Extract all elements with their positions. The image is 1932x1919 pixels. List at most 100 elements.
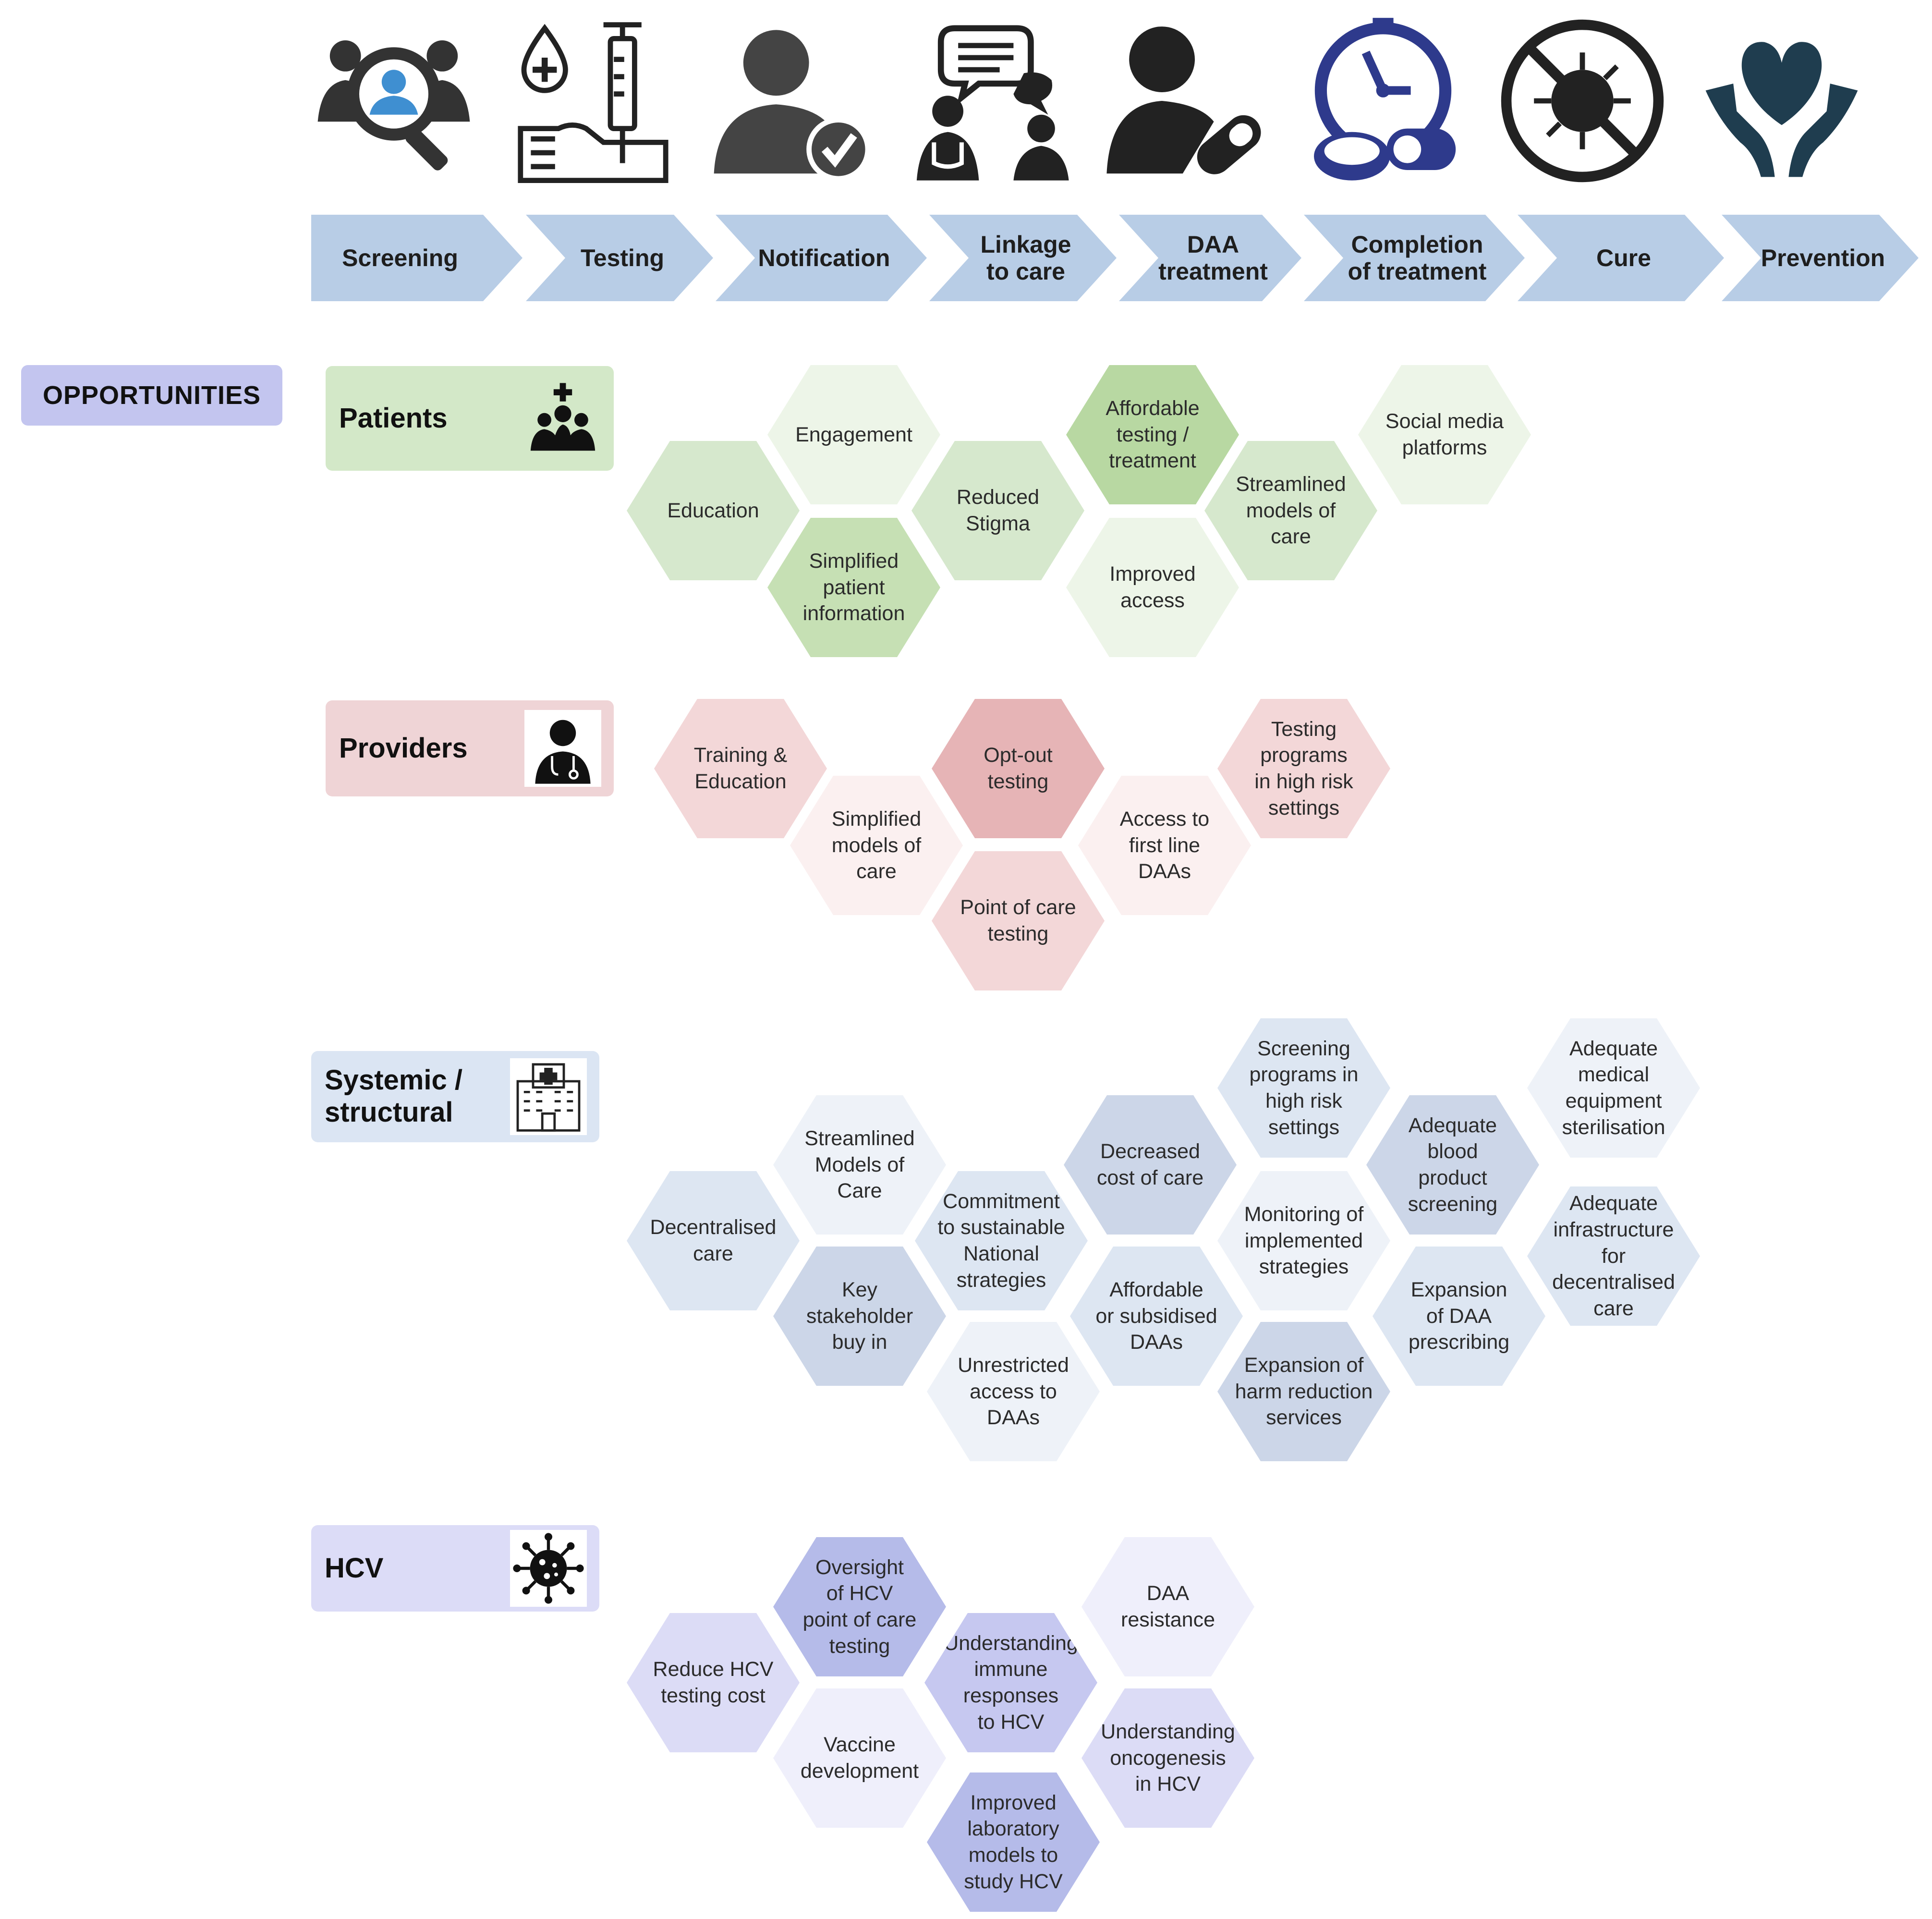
hex-label-line: Expansion of xyxy=(1244,1354,1364,1377)
hex-label-line: care xyxy=(693,1242,733,1265)
hex-label-line: first line xyxy=(1129,833,1201,857)
hex-label-line: for decentralised xyxy=(1552,1244,1675,1294)
hex-label: DAA resistance xyxy=(1106,1580,1229,1633)
hex-label-line: Reduced xyxy=(956,486,1040,509)
hex-point-of-care-testing: Point of care testing xyxy=(932,851,1105,990)
hex-label-line: Education xyxy=(667,499,759,522)
hex-label-line: Adequate xyxy=(1569,1192,1658,1215)
hex-label-line: National xyxy=(963,1242,1039,1265)
hex-label-line: laboratory xyxy=(967,1817,1059,1841)
hex-label-line: testing xyxy=(987,922,1049,945)
person-pill-icon xyxy=(1100,14,1273,187)
hex-label-line: Adequate xyxy=(1408,1113,1497,1137)
hex-label-line: Understanding xyxy=(1101,1720,1235,1744)
hex-label: Education xyxy=(653,498,773,524)
hex-label-line: Improved xyxy=(970,1791,1057,1814)
hex-label-line: Access to xyxy=(1119,807,1210,831)
hex-education: Education xyxy=(627,441,800,580)
hex-label-line: Improved xyxy=(1109,562,1196,586)
hex-label-line: product xyxy=(1418,1166,1487,1189)
hex-label: Engagement xyxy=(781,422,927,448)
step-notification: Notification xyxy=(716,215,927,301)
hex-label-line: strategies xyxy=(956,1268,1046,1292)
hex-label-line: stakeholder xyxy=(806,1304,913,1328)
screening-magnifier-people-icon xyxy=(307,14,480,187)
hex-label-line: DAA xyxy=(1146,1582,1190,1605)
hex-label-line: access to xyxy=(970,1380,1057,1403)
step-cure: Cure xyxy=(1518,215,1724,301)
hex-label-line: blood xyxy=(1427,1140,1478,1163)
hex-label-line: programs in xyxy=(1249,1063,1359,1087)
category-label: Systemic / xyxy=(325,1064,462,1096)
hex-label-line: Care xyxy=(837,1179,882,1203)
hex-label-line: models to xyxy=(968,1844,1058,1867)
category-label: Patients xyxy=(339,402,448,434)
hex-label-line: buy in xyxy=(832,1331,887,1354)
hex-label-line: implemented xyxy=(1244,1229,1363,1252)
hex-label-line: care xyxy=(1593,1296,1634,1320)
step-screening: Screening xyxy=(311,215,522,301)
hex-label-line: patient xyxy=(823,575,885,599)
hex-label-line: Point of care xyxy=(960,896,1076,919)
category-label: Providers xyxy=(339,732,468,764)
hex-label-line: DAAs xyxy=(1138,860,1191,883)
hex-label: Improved laboratory models to study HCV xyxy=(949,1790,1077,1895)
hex-label-line: Streamlined xyxy=(804,1127,915,1150)
hex-label-line: prescribing xyxy=(1408,1331,1510,1354)
hex-label-line: study HCV xyxy=(964,1870,1063,1893)
hex-daa-resistance: DAA resistance xyxy=(1081,1537,1254,1676)
hex-label-line: strategies xyxy=(1259,1255,1349,1279)
hex-label-line: Streamlined xyxy=(1236,473,1346,496)
hex-label-line: testing xyxy=(829,1634,890,1658)
hex-label-line: Social media xyxy=(1385,410,1504,433)
category-label: structural xyxy=(325,1097,453,1128)
hex-label-line: to HCV xyxy=(977,1710,1045,1734)
hex-label-line: resistance xyxy=(1121,1608,1215,1631)
hex-label-line: Opt-out xyxy=(984,744,1053,767)
hex-label-line: care xyxy=(856,860,897,883)
hex-label-line: Understanding xyxy=(944,1631,1078,1655)
doctor-icon xyxy=(524,710,601,787)
hex-label: Point of care testing xyxy=(946,894,1090,947)
hex-label-line: settings xyxy=(1268,796,1340,819)
hex-engagement: Engagement xyxy=(767,365,940,504)
hospital-icon xyxy=(510,1058,587,1135)
hex-label-line: Monitoring of xyxy=(1244,1203,1364,1226)
hex-label-line: equipment xyxy=(1565,1089,1662,1112)
hex-label-line: sterilisation xyxy=(1562,1115,1665,1139)
doctor-patient-chat-icon xyxy=(903,14,1076,187)
category-systemic-structural: Systemic /structural xyxy=(311,1051,599,1142)
hex-label-line: services xyxy=(1266,1406,1342,1430)
hex-label-line: in HCV xyxy=(1135,1772,1201,1796)
hex-label-line: DAAs xyxy=(987,1406,1040,1430)
hex-label-line: medical xyxy=(1578,1063,1650,1087)
hex-label-line: to sustainable xyxy=(937,1216,1065,1239)
